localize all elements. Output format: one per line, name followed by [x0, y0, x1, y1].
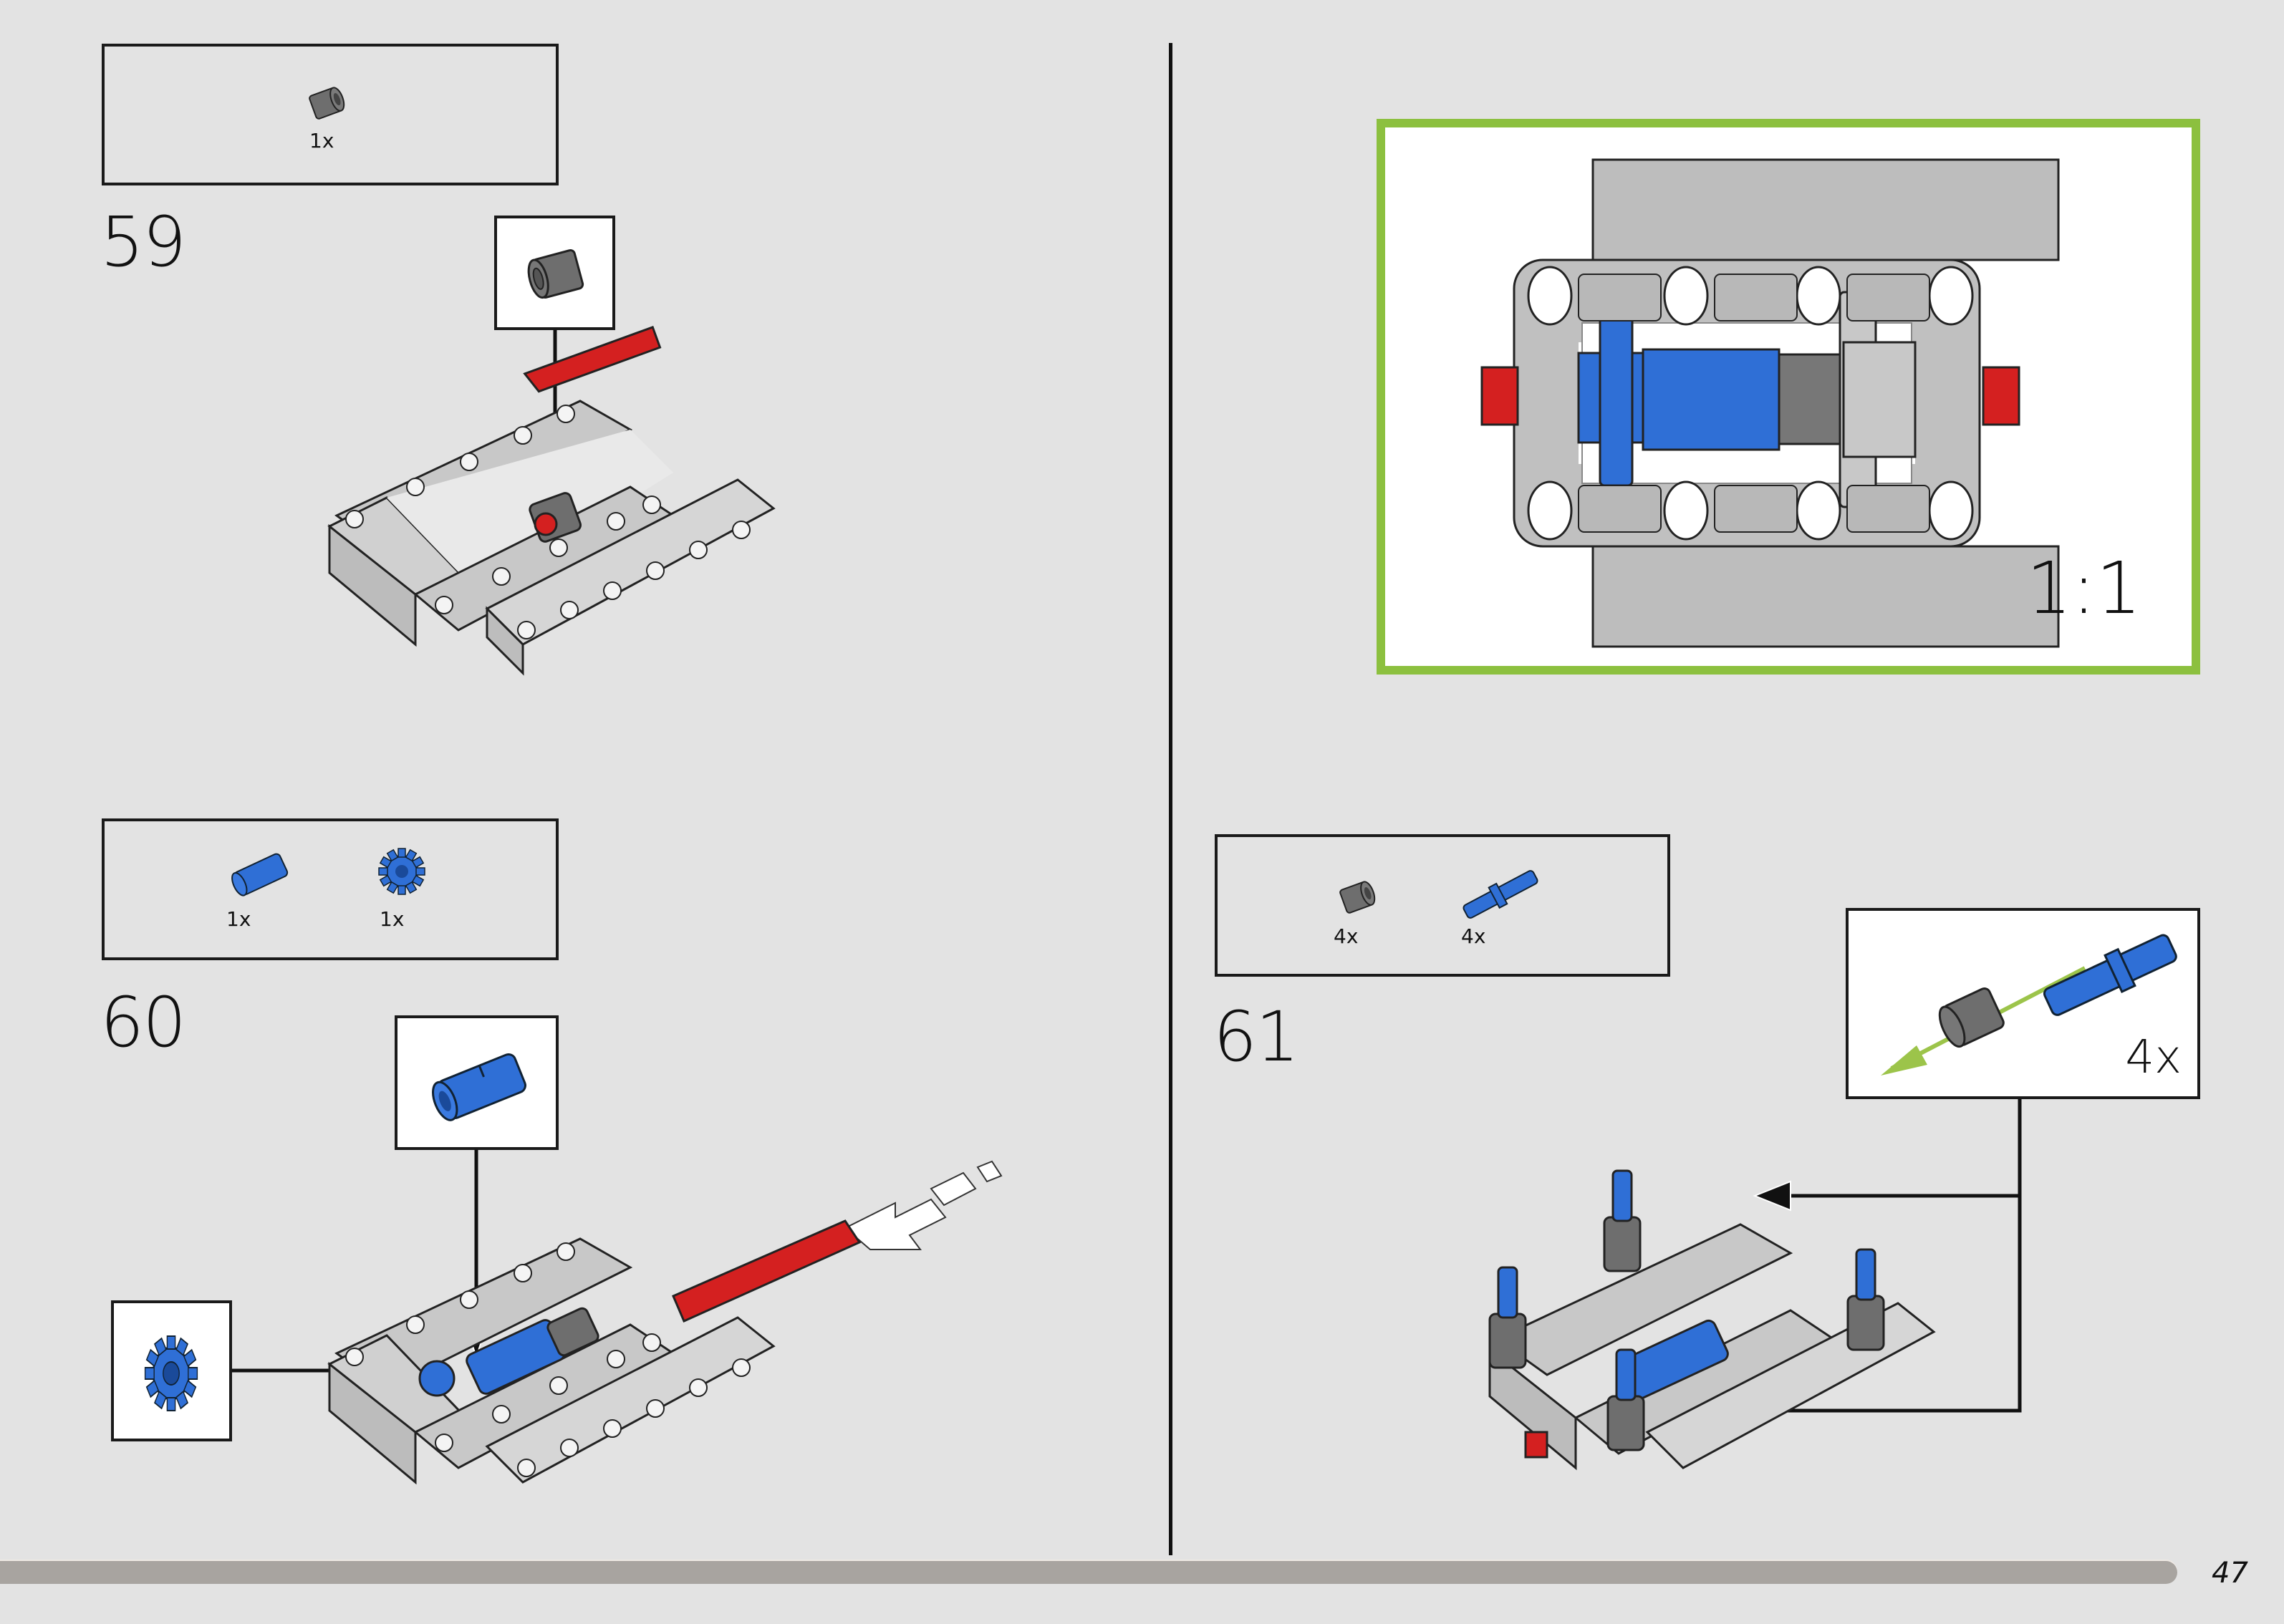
step-number: 61: [1213, 997, 1299, 1077]
scale-label: 1:1: [2026, 546, 2141, 630]
parts-list-step-59: 1x: [102, 44, 559, 185]
callout-step-59: [494, 216, 615, 330]
step-number: 60: [100, 982, 186, 1063]
part-qty: 1x: [226, 907, 251, 931]
parts-list-step-60: 1x 1x: [102, 818, 559, 960]
page-divider: [1169, 43, 1172, 1555]
bush-gray-icon: [309, 87, 345, 120]
callout-step-60-connector: [395, 1015, 559, 1150]
pin-connector-blue-icon: [432, 1053, 526, 1121]
parts-list-step-61: 4x 4x: [1215, 834, 1670, 977]
model-step-60: [327, 1219, 862, 1485]
model-step-61: [1488, 1169, 1936, 1471]
gear-12-tooth-blue-icon: [144, 1335, 198, 1411]
bush-gray-icon: [1339, 881, 1376, 914]
callout-step-60-gear: [111, 1300, 232, 1441]
progress-fill: [0, 1561, 2177, 1584]
part-qty: 1x: [380, 907, 405, 931]
bush-gray-icon: [527, 249, 584, 299]
page-number: 47: [2212, 1557, 2248, 1590]
pin-connector-blue-icon: [231, 853, 289, 896]
callout-step-61: 4x: [1846, 908, 2200, 1099]
long-pin-blue-icon: [1463, 870, 1538, 919]
bush-pin-subassembly-icon: [1881, 934, 2177, 1076]
model-step-59: [327, 325, 776, 676]
scale-inset-1-1: 1:1: [1377, 119, 2200, 675]
part-qty: 1x: [309, 129, 334, 153]
part-qty: 4x: [1461, 924, 1486, 948]
part-qty: 4x: [1334, 924, 1359, 948]
gear-12-tooth-blue-icon: [378, 848, 425, 895]
inset-model-top-view: [1480, 158, 2060, 648]
step-number: 59: [100, 202, 186, 282]
callout-qty: 4x: [2125, 1031, 2182, 1084]
book-progress-bar: [0, 1561, 2177, 1584]
